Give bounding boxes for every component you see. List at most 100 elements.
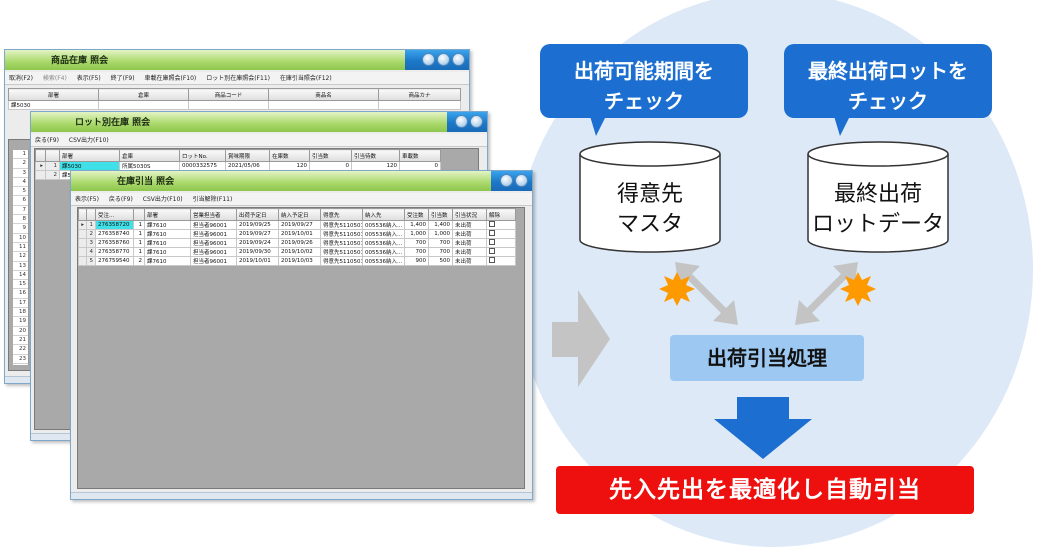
row-number: 9 [13, 224, 28, 234]
menu-item[interactable]: 表示(F5) [76, 75, 101, 82]
maximize-icon[interactable] [437, 53, 450, 66]
burst-left-icon [659, 272, 695, 306]
menu-item[interactable]: 検索(F4) [42, 75, 67, 82]
allocation-table: 受注...部署営業担当者出荷予定日納入予定日得意先納入先受注数引当数引当状況解除… [78, 208, 516, 266]
maximize-icon[interactable] [455, 115, 468, 128]
column-header: 部署 [144, 208, 191, 221]
bidirectional-arrow-left-icon [675, 262, 738, 325]
menu-item[interactable]: CSV出力(F10) [142, 196, 183, 203]
menu-item[interactable]: 在庫引当照会(F12) [279, 75, 332, 82]
row-number: 6 [13, 196, 28, 206]
product-kana-input[interactable] [378, 100, 461, 110]
row-number: 15 [13, 280, 28, 290]
database-left-icon [579, 141, 721, 253]
window-titlebar: ロット別在庫 照会 [31, 112, 487, 132]
row-number: 13 [13, 262, 28, 271]
search-criteria-table: 部署 倉庫 商品コード 商品名 商品カナ 課5030 [8, 88, 461, 110]
row-number: 22 [13, 345, 28, 355]
checkbox-icon[interactable] [489, 239, 495, 245]
window-title: ロット別在庫 照会 [75, 118, 151, 128]
row-number: 4 [13, 178, 28, 188]
row-number: 10 [13, 234, 28, 243]
menu-item[interactable]: 表示(F5) [75, 196, 99, 203]
row-number: 23 [13, 355, 28, 364]
maximize-icon[interactable] [500, 174, 513, 187]
window-title: 在庫引当 照会 [117, 177, 175, 187]
window-titlebar: 在庫引当 照会 [71, 171, 532, 191]
close-icon[interactable] [515, 174, 528, 187]
burst-right-icon [840, 272, 876, 306]
checkbox-icon[interactable] [489, 230, 495, 236]
callout-left-text: 出荷可能期間を チェック [574, 59, 714, 113]
menu-item[interactable]: 戻る(F9) [35, 137, 59, 144]
row-number: 8 [13, 215, 28, 225]
column-header: 受注... [95, 208, 134, 221]
checkbox-icon[interactable] [489, 221, 495, 227]
bidirectional-arrow-right-icon [795, 262, 858, 325]
column-header: 在庫数 [269, 149, 310, 162]
menu-item[interactable]: CSV出力(F10) [68, 137, 109, 144]
arrow-down-icon [714, 397, 812, 459]
callout-left-tail [590, 116, 606, 136]
callout-left: 出荷可能期間を チェック [540, 44, 748, 118]
menu-item[interactable]: ロット別在庫照会(F11) [206, 75, 270, 82]
close-icon[interactable] [452, 53, 465, 66]
column-header: 引当状況 [452, 208, 487, 221]
row-number: 14 [13, 271, 28, 281]
column-header: 商品名 [268, 88, 379, 101]
menu-item[interactable]: 取消(F2) [9, 75, 33, 82]
column-header: 得意先 [320, 208, 363, 221]
row-number: 18 [13, 308, 28, 318]
row-number: 12 [13, 252, 28, 262]
row-number: 20 [13, 327, 28, 336]
checkbox-icon[interactable] [489, 257, 495, 263]
row-number: 16 [13, 289, 28, 299]
row-number: 21 [13, 336, 28, 346]
menu-bar: 戻る(F9) CSV出力(F10) [31, 134, 487, 147]
database-right: 最終出荷 ロットデータ [808, 176, 948, 246]
callout-right-text: 最終出荷ロットを チェック [808, 59, 968, 113]
row-number: 19 [13, 317, 28, 327]
row-number: 5 [13, 187, 28, 197]
window-title: 商品在庫 照会 [51, 56, 109, 66]
flow-arrow-right-icon [552, 290, 610, 387]
callout-right: 最終出荷ロットを チェック [784, 44, 992, 118]
row-number: 3 [13, 169, 28, 178]
column-header: 倉庫 [98, 88, 189, 101]
row-number: 17 [13, 299, 28, 309]
menu-bar: 表示(F5) 戻る(F9) CSV出力(F10) 引当解除(F11) [71, 193, 532, 206]
callout-right-tail [834, 116, 850, 136]
row-number: 11 [13, 243, 28, 253]
database-right-icon [807, 141, 949, 253]
status-bar [71, 492, 532, 499]
close-icon[interactable] [470, 115, 483, 128]
minimize-icon[interactable] [422, 53, 435, 66]
database-right-label: 最終出荷 ロットデータ [811, 182, 944, 237]
window-allocation-inquiry: 在庫引当 照会 表示(F5) 戻る(F9) CSV出力(F10) 引当解除(F1… [70, 170, 533, 500]
release-checkbox[interactable] [486, 256, 516, 266]
column-header: ロットNo. [179, 149, 226, 162]
process-box: 出荷引当処理 [670, 335, 864, 381]
menu-item[interactable]: 車載在庫照会(F10) [144, 75, 197, 82]
database-left: 得意先 マスタ [580, 176, 720, 246]
menu-item[interactable]: 引当解除(F11) [192, 196, 233, 203]
window-titlebar: 商品在庫 照会 [5, 50, 469, 70]
column-header: 商品コード [188, 88, 269, 101]
checkbox-icon[interactable] [489, 248, 495, 254]
menu-item[interactable]: 戻る(F9) [108, 196, 133, 203]
row-number: 1 [13, 150, 28, 160]
row-number: 2 [13, 159, 28, 169]
column-header: 部署 [8, 88, 99, 101]
database-left-label: 得意先 マスタ [616, 182, 683, 237]
menu-item[interactable]: 終了(F9) [110, 75, 135, 82]
result-box: 先入先出を最適化し自動引当 [556, 466, 974, 514]
row-number: 7 [13, 206, 28, 216]
